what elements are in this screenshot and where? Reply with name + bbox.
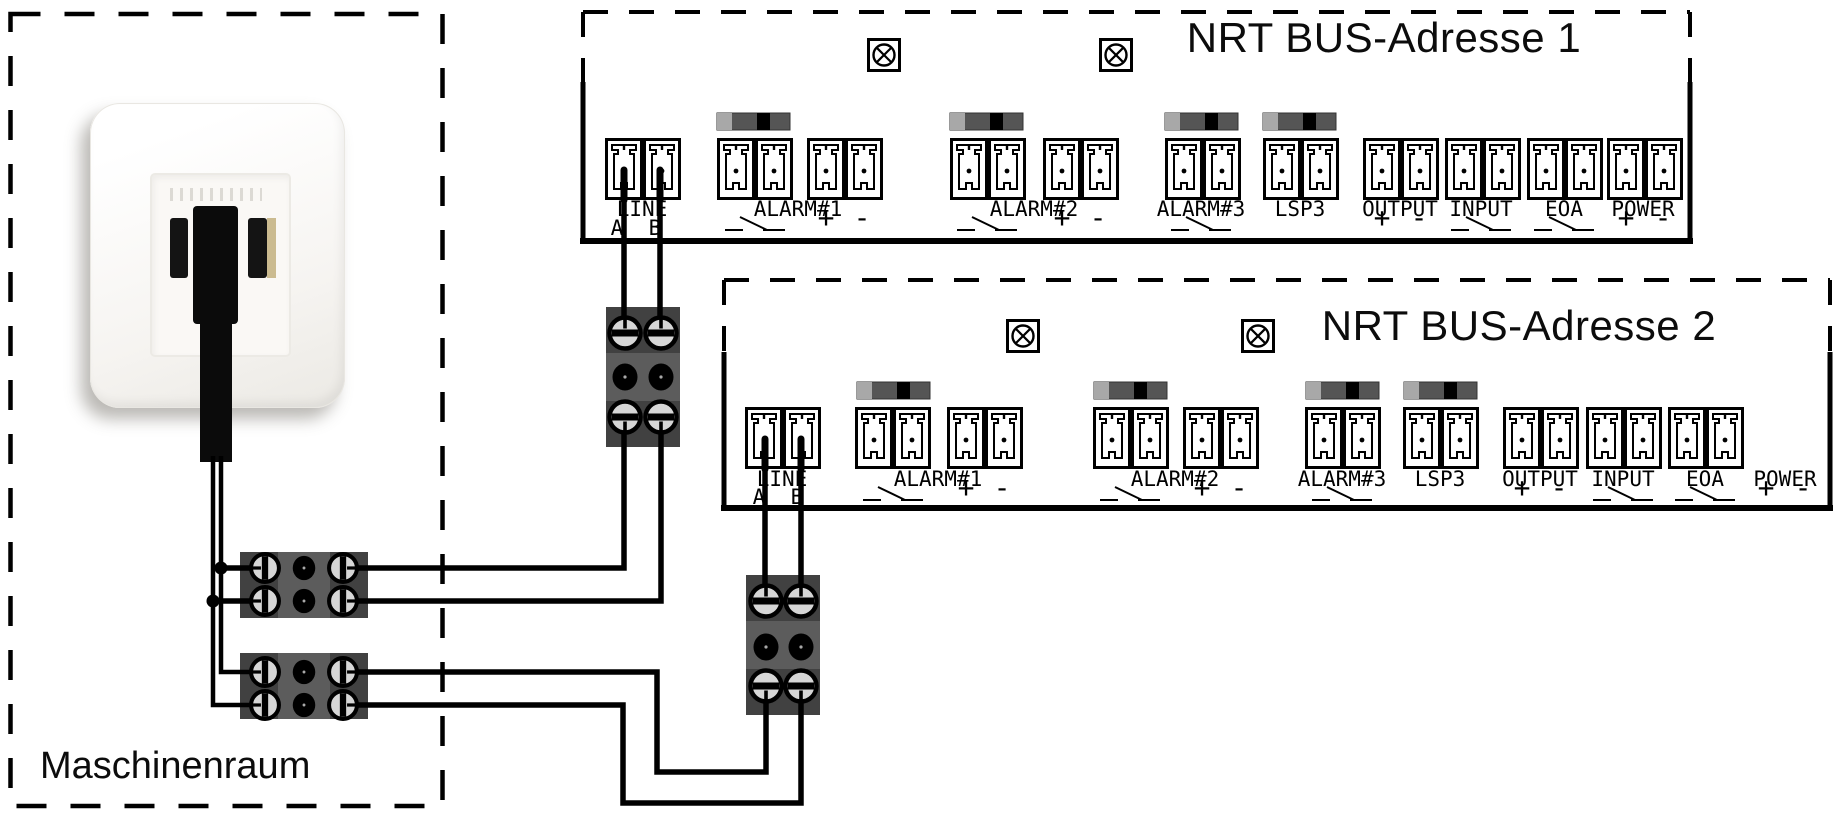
group-label-lsp3-2: LSP3 <box>1414 467 1466 491</box>
switch-contact-icon <box>1100 486 1160 501</box>
connector-alarm1a-2 <box>857 409 930 468</box>
connector-alarm2a-2 <box>1095 409 1168 468</box>
plus-sign: + <box>1757 471 1775 504</box>
minus-sign: - <box>1654 201 1672 234</box>
group-label-line-1: LINE <box>616 197 668 221</box>
group-label-input-1: INPUT <box>1449 197 1513 221</box>
group-label-eoa-2: EOA <box>1686 467 1724 491</box>
group-label-alarm2-1: ALARM#2 <box>989 197 1079 221</box>
connector-alarm1b-2 <box>949 409 1022 468</box>
connector-alarm2b-1 <box>1045 140 1118 199</box>
plus-sign: + <box>1373 201 1391 234</box>
connector-alarm1b-1 <box>809 140 882 199</box>
connector-power-2 <box>1670 409 1743 468</box>
group-label-output-1: OUTPUT <box>1362 197 1438 221</box>
dip-switches-panel-2 <box>856 381 1478 400</box>
socket-right-slot <box>248 218 267 278</box>
connector-line-1 <box>607 140 680 199</box>
panel-1-title: NRT BUS-Adresse 1 <box>1186 14 1582 61</box>
group-label-output-2: OUTPUT <box>1502 467 1578 491</box>
line-b-label-1: B <box>648 216 662 240</box>
terminal-block-horizontal-1 <box>240 552 368 618</box>
switch-contact-icon <box>725 216 785 231</box>
group-label-alarm2-2: ALARM#2 <box>1130 467 1220 491</box>
plus-sign: + <box>957 471 975 504</box>
connector-line-2 <box>747 409 820 468</box>
plus-sign: + <box>1617 201 1635 234</box>
minus-sign: - <box>1089 201 1107 234</box>
switch-contact-icon <box>1593 486 1653 501</box>
terminal-block-vertical-1 <box>606 307 680 447</box>
dip-switches-panel-1 <box>716 112 1337 131</box>
terminal-screws-v1 <box>610 318 677 433</box>
terminal-screws-h1 <box>251 554 357 615</box>
connector-output-2 <box>1505 409 1578 468</box>
group-label-alarm1-1: ALARM#1 <box>753 197 843 221</box>
connector-lsp3-1 <box>1265 140 1338 199</box>
line-b-label-2: B <box>790 485 804 509</box>
minus-sign: - <box>993 471 1011 504</box>
minus-sign: - <box>1230 471 1248 504</box>
connector-power-1 <box>1609 140 1682 199</box>
line-a-label-2: A <box>752 485 766 509</box>
socket-left-slot <box>170 218 188 278</box>
connector-alarm3-1 <box>1167 140 1240 199</box>
group-label-lsp3-1: LSP3 <box>1274 197 1326 221</box>
terminal-screws-h2 <box>251 658 357 719</box>
connector-input-2 <box>1588 409 1661 468</box>
switch-contact-icon <box>1312 486 1372 501</box>
plus-sign: + <box>1053 201 1071 234</box>
connectors-panel-2 <box>747 409 1743 468</box>
switch-contact-icon <box>1171 216 1231 231</box>
junction-dot <box>206 594 220 608</box>
connector-alarm3-2 <box>1307 409 1380 468</box>
minus-sign: - <box>1410 201 1428 234</box>
connector-alarm2a-1 <box>952 140 1025 199</box>
wire-socket-left <box>210 456 268 708</box>
lamp-icon <box>867 38 901 72</box>
line-a-label-1: A <box>610 216 624 240</box>
plus-sign: + <box>817 201 835 234</box>
lamp-icon <box>1006 319 1040 353</box>
group-label-input-2: INPUT <box>1591 467 1655 491</box>
plus-sign: + <box>1513 471 1531 504</box>
wire-block1-bottom <box>343 417 664 604</box>
socket-emboss-ticks <box>170 188 262 201</box>
group-label-power-1: POWER <box>1611 197 1675 221</box>
socket-gold-contact <box>267 218 276 278</box>
wire-block2-bottom <box>343 686 804 806</box>
group-label-eoa-1: EOA <box>1545 197 1583 221</box>
wire-block1-top <box>343 417 627 571</box>
machine-room-label: Maschinenraum <box>40 745 311 787</box>
connector-alarm2b-2 <box>1185 409 1258 468</box>
wire-block2-top <box>343 669 769 775</box>
group-label-line-2: LINE <box>756 467 808 491</box>
switch-contact-icon <box>957 216 1017 231</box>
minus-sign: - <box>853 201 871 234</box>
group-label-alarm3-2: ALARM#3 <box>1297 467 1387 491</box>
connector-eoa-1 <box>1529 140 1602 199</box>
wire-socket-right <box>218 456 268 675</box>
switch-contact-icon <box>1451 216 1511 231</box>
group-label-alarm1-2: ALARM#1 <box>893 467 983 491</box>
connector-lsp3-2 <box>1405 409 1478 468</box>
switch-contact-icon <box>863 486 923 501</box>
connector-output-1 <box>1365 140 1438 199</box>
terminal-block-vertical-2 <box>746 575 820 715</box>
connector-input-1 <box>1447 140 1520 199</box>
connector-alarm1a-1 <box>719 140 792 199</box>
group-label-power-2: POWER <box>1753 467 1817 491</box>
group-label-alarm3-1: ALARM#3 <box>1156 197 1246 221</box>
switch-contact-icon <box>1534 216 1594 231</box>
terminal-block-horizontal-2 <box>240 653 368 719</box>
junction-dot <box>214 561 228 575</box>
panel-2-title: NRT BUS-Adresse 2 <box>1321 302 1717 349</box>
terminal-screws-v2 <box>751 586 817 702</box>
plus-sign: + <box>1193 471 1211 504</box>
wall-socket <box>90 103 345 408</box>
minus-sign: - <box>1550 471 1568 504</box>
connectors-panel-1 <box>607 140 1682 199</box>
minus-sign: - <box>1794 471 1812 504</box>
switch-contact-icon <box>1675 486 1735 501</box>
